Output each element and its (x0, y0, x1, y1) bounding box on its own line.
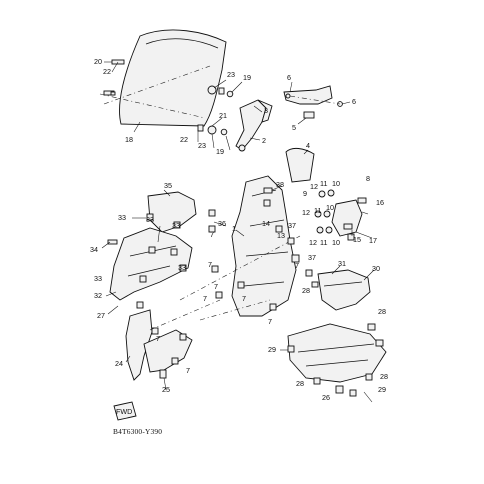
callout-33: 33 (118, 213, 126, 222)
callout-28a: 28 (302, 286, 310, 295)
callout-1: 1 (232, 224, 236, 233)
callout-7b: 7 (208, 260, 212, 269)
callout-31: 31 (338, 259, 346, 268)
callout-16: 16 (376, 198, 384, 207)
callout-21: 21 (219, 111, 227, 120)
callout-19: 19 (243, 73, 251, 82)
washers (314, 189, 335, 234)
callout-10: 10 (332, 179, 340, 188)
callout-12c: 12 (309, 238, 317, 247)
callout-23b: 23 (198, 141, 206, 150)
fwd-badge (113, 401, 137, 421)
callout-8: 8 (366, 174, 370, 183)
callout-33c: 33 (172, 221, 180, 230)
callout-9: 9 (303, 189, 307, 198)
windscreen (99, 29, 227, 127)
callout-6: 6 (287, 73, 291, 82)
callout-14: 14 (262, 219, 270, 228)
left-inner-panel (109, 191, 197, 301)
callout-28b: 28 (378, 307, 386, 316)
callout-33b: 33 (146, 215, 154, 224)
callout-7g: 7 (295, 261, 299, 270)
callout-27: 27 (97, 311, 105, 320)
callout-7e: 7 (242, 294, 246, 303)
callout-32: 32 (94, 291, 102, 300)
callout-5: 5 (292, 123, 296, 132)
callout-10c: 10 (332, 238, 340, 247)
callout-labels: 20 22 18 23 19 21 22 23 19 3 2 6 6 5 4 3… (90, 57, 388, 402)
callout-7c: 7 (214, 282, 218, 291)
callout-7i: 7 (186, 366, 190, 375)
center-frame (179, 175, 301, 321)
callout-19b: 19 (216, 147, 224, 156)
callout-26: 26 (322, 393, 330, 402)
callout-15: 15 (353, 235, 361, 244)
callout-34: 34 (90, 245, 98, 254)
callout-12: 12 (310, 182, 318, 191)
diagram-code: B4T6300-Y390 (113, 427, 163, 436)
callout-22b: 22 (180, 135, 188, 144)
callout-24: 24 (115, 359, 123, 368)
callout-7d: 7 (203, 294, 207, 303)
callout-2: 2 (262, 136, 266, 145)
callout-28d: 28 (380, 372, 388, 381)
lower-panel (287, 323, 387, 397)
callout-18: 18 (125, 135, 133, 144)
callout-11: 11 (320, 179, 327, 188)
callout-36: 36 (218, 219, 226, 228)
screen-screws-left (103, 59, 125, 96)
callout-29a: 29 (268, 345, 276, 354)
callout-37b: 37 (308, 253, 316, 262)
left-fasteners (107, 209, 219, 309)
callout-35: 35 (164, 181, 172, 190)
callout-37: 37 (288, 221, 296, 230)
callout-22: 22 (103, 67, 111, 76)
callout-11c: 11 (320, 238, 327, 247)
callout-30: 30 (372, 264, 380, 273)
callout-28c: 28 (296, 379, 304, 388)
callout-7f: 7 (268, 317, 272, 326)
center-fasteners (215, 187, 313, 311)
lower-left-panel (125, 299, 221, 381)
leader-lines (101, 61, 375, 403)
callout-20: 20 (94, 57, 102, 66)
callout-6b: 6 (352, 97, 356, 106)
screen-bracket (235, 99, 273, 152)
callout-17: 17 (369, 236, 377, 245)
callout-12b: 12 (302, 208, 310, 217)
callout-23: 23 (227, 70, 235, 79)
callout-33e: 33 (178, 263, 186, 272)
callout-33d: 33 (94, 274, 102, 283)
right-side-cover (311, 269, 371, 311)
callout-25: 25 (162, 385, 170, 394)
callout-10b: 10 (326, 203, 334, 212)
upper-stay (283, 85, 343, 119)
callout-29b: 29 (378, 385, 386, 394)
callout-13: 13 (277, 231, 285, 240)
callout-4: 4 (306, 141, 310, 150)
visor-piece (285, 147, 315, 183)
callout-3: 3 (264, 106, 268, 115)
fwd-badge-text: FWD (116, 407, 132, 416)
callout-7h: 7 (156, 334, 160, 343)
callout-11b: 11 (314, 206, 321, 215)
callout-7a: 7 (210, 230, 214, 239)
callout-38: 38 (276, 180, 284, 189)
